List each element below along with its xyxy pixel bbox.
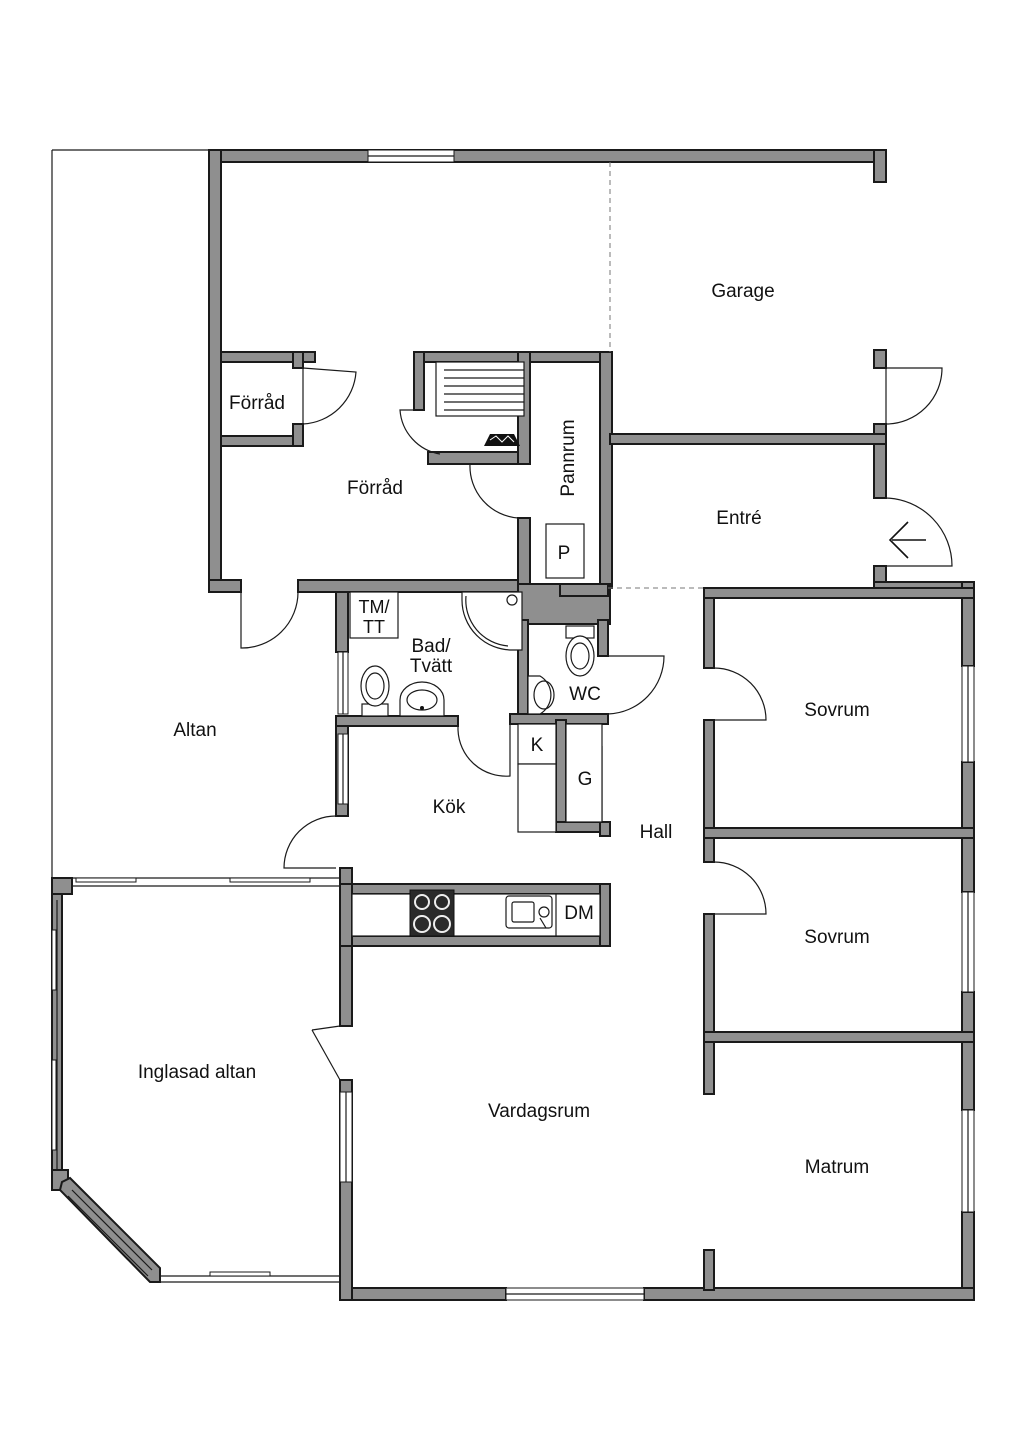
doors — [240, 367, 953, 915]
label-hall: Hall — [640, 822, 673, 843]
toilet-icon — [360, 665, 390, 717]
fridge-box — [517, 723, 557, 833]
wc-toilet-icon — [565, 625, 595, 677]
wc-basin-icon — [527, 675, 555, 715]
altan-outline — [51, 149, 340, 887]
label-bad: Bad/ — [411, 636, 451, 657]
label-garage: Garage — [711, 281, 774, 302]
stairs — [435, 361, 525, 417]
wash-basin-icon — [399, 681, 445, 717]
label-k: K — [531, 735, 544, 756]
label-vardagsrum: Vardagsrum — [488, 1101, 590, 1122]
glazed-altan-walls — [51, 877, 341, 1283]
label-p: P — [558, 543, 571, 564]
label-forrad-large: Förråd — [347, 478, 403, 499]
sink-icon — [505, 895, 553, 929]
label-tvatt: Tvätt — [410, 656, 453, 677]
label-kok: Kök — [433, 797, 466, 818]
label-pannrum: Pannrum — [558, 419, 579, 496]
label-sovrum-1: Sovrum — [804, 700, 869, 721]
stove-icon — [409, 889, 455, 937]
label-tm-tt-2: TT — [363, 617, 385, 637]
label-sovrum-2: Sovrum — [804, 927, 869, 948]
label-entre: Entré — [716, 508, 761, 529]
label-inglasad-altan: Inglasad altan — [138, 1062, 256, 1083]
sauna-heater-icon — [484, 434, 520, 446]
room-labels: Garage Förråd Förråd Pannrum Entré P Alt… — [138, 281, 870, 1178]
counter — [351, 893, 601, 937]
entrance-arrow-icon — [888, 521, 926, 559]
closet-box — [565, 723, 603, 823]
label-g: G — [578, 769, 593, 790]
boiler-icon — [545, 523, 585, 579]
windows — [337, 149, 975, 1301]
tm-tt-box — [349, 591, 399, 639]
label-forrad-small: Förråd — [229, 393, 285, 414]
label-wc: WC — [569, 684, 601, 705]
interior-walls — [220, 351, 975, 1291]
label-matrum: Matrum — [805, 1157, 869, 1178]
label-altan: Altan — [173, 720, 216, 741]
shower-icon — [461, 591, 523, 651]
label-tm-tt-1: TM/ — [359, 597, 390, 617]
label-dm: DM — [564, 903, 594, 924]
